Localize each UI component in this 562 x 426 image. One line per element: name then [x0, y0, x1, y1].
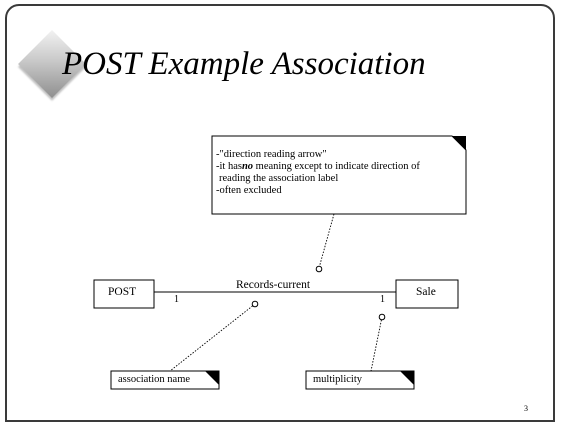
note-line-2-suffix: meaning except to indicate direction of — [253, 161, 420, 172]
multiplicity-note-text: multiplicity — [313, 374, 362, 385]
multiplicity-connector — [370, 316, 383, 372]
association-name-note-text: association name — [118, 374, 191, 385]
sale-class-name: Sale — [416, 286, 436, 298]
slide-title: POST Example Association — [62, 46, 426, 82]
note-line-1: -"direction reading arrow" — [216, 149, 327, 160]
name-anchor-circle-icon — [251, 300, 259, 308]
name-connector — [169, 303, 256, 372]
multiplicity-anchor-circle-icon — [378, 313, 386, 321]
sale-class-box — [395, 279, 459, 309]
note-emphasis-no: no — [241, 161, 254, 172]
multiplicity-note — [305, 370, 415, 390]
note-connector — [318, 213, 335, 269]
name-note-fold-icon — [205, 371, 219, 385]
association-label: Records-current — [236, 279, 311, 291]
note-line-3: reading the association label — [219, 173, 339, 184]
note-line-2-prefix: -it has — [216, 161, 242, 172]
note-anchor-circle-icon — [315, 265, 323, 273]
multiplicity-note-fold-icon — [400, 371, 414, 385]
association-name-note — [110, 370, 220, 390]
reading-arrow-note — [211, 135, 467, 215]
note-line-4: -often excluded — [216, 185, 282, 196]
post-class-box — [93, 279, 155, 309]
left-multiplicity: 1 — [174, 294, 179, 305]
right-multiplicity: 1 — [380, 294, 385, 305]
note-fold-icon — [452, 136, 466, 150]
note-line-2: -it hasno meaning except to indicate dir… — [216, 161, 420, 174]
post-class-name: POST — [108, 286, 137, 298]
page-number: 3 — [524, 404, 528, 413]
